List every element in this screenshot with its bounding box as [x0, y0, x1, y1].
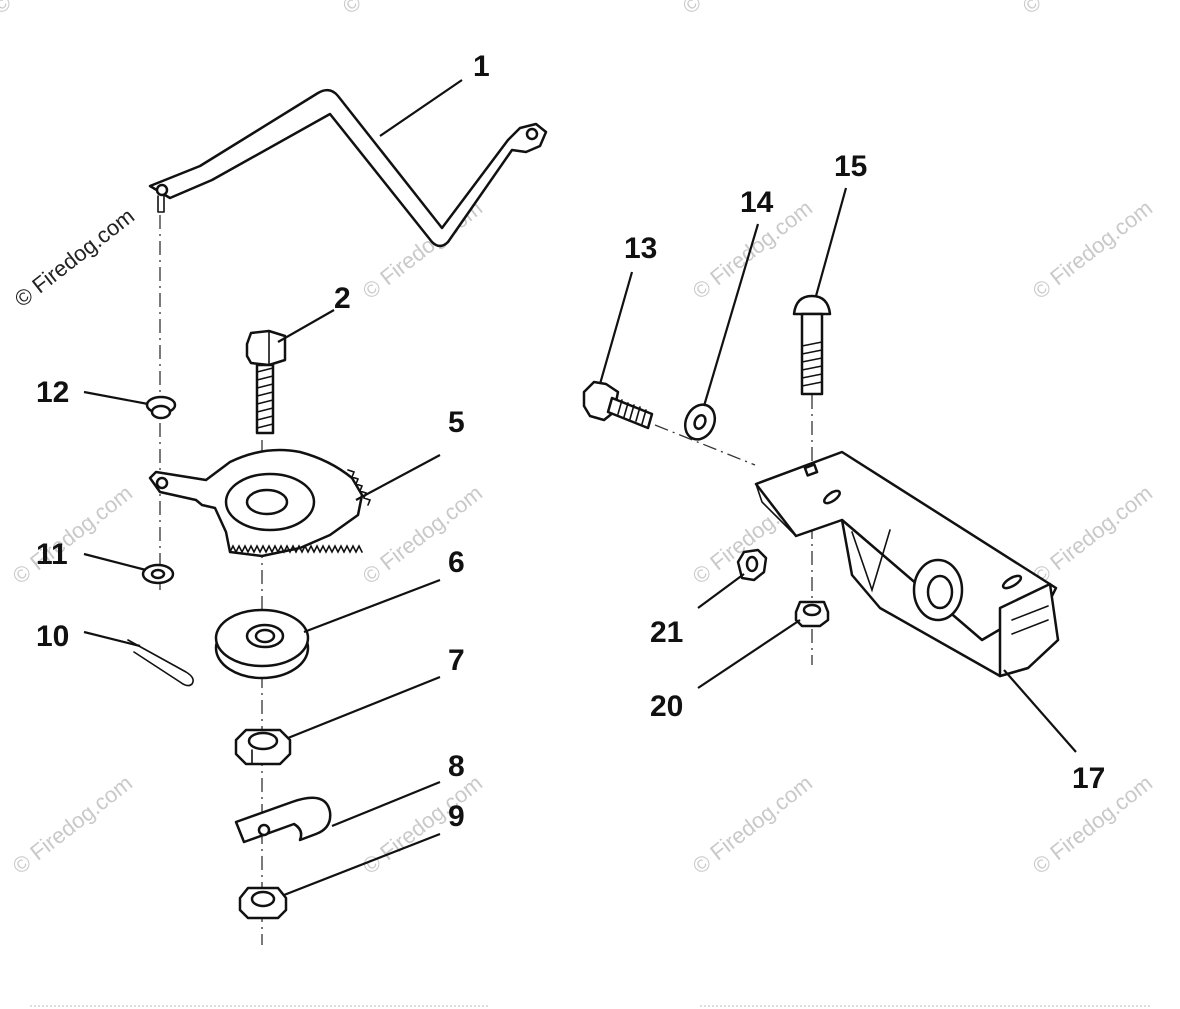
nut21-hole [745, 555, 759, 573]
leader-13 [598, 271, 634, 385]
callout-10: 10 [36, 620, 69, 653]
callout-15: 15 [834, 150, 867, 183]
watermark: © Firedog.com [358, 480, 487, 589]
clip [234, 796, 332, 844]
watermark: © Firedog.com [1028, 480, 1157, 589]
leader-6 [303, 578, 441, 634]
leader-21 [697, 573, 745, 609]
part-1-shift-rod [148, 88, 548, 248]
bracket-slot-1 [823, 489, 841, 505]
watermarks: © Firedog.com © Firedog.com © Firedog.co… [0, 0, 1157, 879]
part-8-clip [234, 796, 332, 844]
callout-9: 9 [448, 800, 465, 833]
rod-pin [157, 195, 165, 213]
gear-arm-hole [155, 476, 169, 490]
callout-21: 21 [650, 616, 683, 649]
watermark: © Firedog.com [1028, 195, 1157, 304]
watermark: © Firedog.com [358, 770, 487, 879]
callout-1: 1 [473, 50, 490, 83]
watermark: © Firedog.com [688, 770, 817, 879]
bracket-rib [851, 529, 1049, 635]
bracket-slot-square [803, 463, 819, 477]
watermark: © Firedog.com [338, 0, 467, 19]
gear-teeth [229, 469, 372, 554]
spacer-hole [254, 628, 276, 644]
bolt13-threads [617, 399, 647, 425]
callout-5: 5 [448, 406, 465, 439]
watermark: © Firedog.com [0, 0, 117, 19]
part-10-cotter-pin [127, 639, 194, 687]
leader-lines [83, 79, 1077, 897]
watermark: © Firedog.com [1018, 0, 1147, 19]
callout-8: 8 [448, 750, 465, 783]
callout-2: 2 [334, 282, 351, 315]
callout-17: 17 [1072, 762, 1105, 795]
flange-nut-top [150, 404, 172, 420]
carriage-threads [801, 341, 823, 387]
leader-20 [697, 619, 801, 689]
part-15-carriage-bolt [792, 294, 832, 396]
leader-5 [355, 454, 441, 501]
leader-17 [1003, 669, 1077, 753]
part-20-nut [794, 600, 830, 628]
rod-eye-right [525, 127, 539, 141]
washer14-hole [693, 414, 707, 430]
leader-11 [83, 552, 147, 572]
part-13-bolt [582, 380, 654, 430]
leader-7 [287, 675, 441, 740]
part-11-washer [141, 563, 175, 585]
part-6-spacer [214, 608, 310, 680]
watermark-primary: © Firedog.com [10, 203, 139, 312]
callout-12: 12 [36, 376, 69, 409]
bolt13-shank [606, 396, 654, 430]
bracket-lip [755, 483, 853, 576]
leader-8 [331, 780, 441, 828]
watermark: © Firedog.com [678, 0, 807, 19]
bolt-head [245, 329, 287, 367]
hex-nut-large-hole [247, 731, 279, 751]
callout-7: 7 [448, 644, 465, 677]
bolt-threads [256, 367, 274, 429]
part-21-nut [736, 548, 768, 582]
leader-9 [283, 832, 441, 897]
leader-15 [814, 187, 848, 297]
part-14-washer [683, 403, 717, 441]
leader-1 [379, 79, 463, 137]
bracket-slot-2 [1001, 574, 1023, 590]
washer-hole [150, 568, 166, 580]
gear-hole [245, 488, 289, 516]
callouts: 1 2 5 6 7 8 9 10 11 12 13 14 15 17 20 21 [36, 50, 1105, 833]
cotter-pin [127, 639, 194, 687]
callout-6: 6 [448, 546, 465, 579]
part-5-segment-gear [148, 448, 372, 558]
callout-20: 20 [650, 690, 683, 723]
rod-eye-left [155, 183, 169, 197]
bolt-shank [255, 363, 275, 435]
part-2-bolt [245, 329, 287, 435]
bracket-boss-inner [926, 574, 954, 610]
hex-nut-small-hole [250, 890, 276, 908]
watermark: © Firedog.com [8, 770, 137, 879]
carriage-head [792, 294, 832, 316]
watermark: © Firedog.com [8, 480, 137, 589]
leader-2 [277, 309, 335, 343]
leader-12 [83, 390, 149, 406]
part-7-hex-nut [234, 728, 292, 766]
part-9-hex-nut [238, 886, 288, 920]
nut20-hole [802, 603, 822, 617]
shift-rod [148, 88, 548, 248]
leader-10 [83, 630, 141, 648]
axis-bolt13 [654, 424, 756, 466]
leader-14 [702, 223, 760, 407]
callout-13: 13 [624, 232, 657, 265]
part-17-bracket [754, 450, 1060, 678]
callout-14: 14 [740, 186, 774, 219]
part-12-flange-nut [145, 395, 177, 420]
callout-11: 11 [36, 538, 68, 571]
clip-hole [257, 823, 271, 837]
